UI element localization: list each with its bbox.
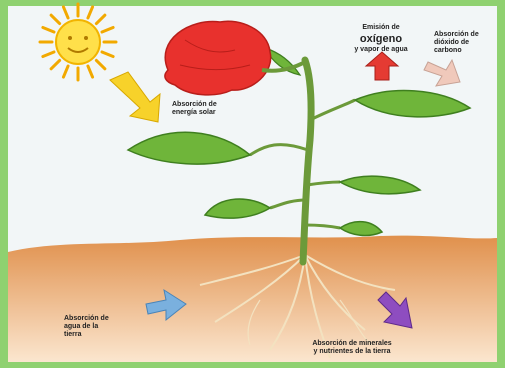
soil bbox=[8, 236, 497, 362]
label-minerals-absorption: Absorción de minerales y nutrientes de l… bbox=[292, 340, 412, 356]
label-solar-absorption: Absorción de energía solar bbox=[172, 101, 217, 117]
label-oxygen-bottom: y vapor de agua bbox=[341, 46, 421, 54]
label-water-absorption: Absorción de agua de la tierra bbox=[64, 315, 109, 339]
label-co2-absorption: Absorción de dióxido de carbono bbox=[434, 31, 479, 55]
label-oxygen-main: oxígeno bbox=[345, 33, 417, 45]
label-oxygen-top: Emisión de bbox=[351, 24, 411, 32]
sun-icon bbox=[40, 4, 116, 80]
